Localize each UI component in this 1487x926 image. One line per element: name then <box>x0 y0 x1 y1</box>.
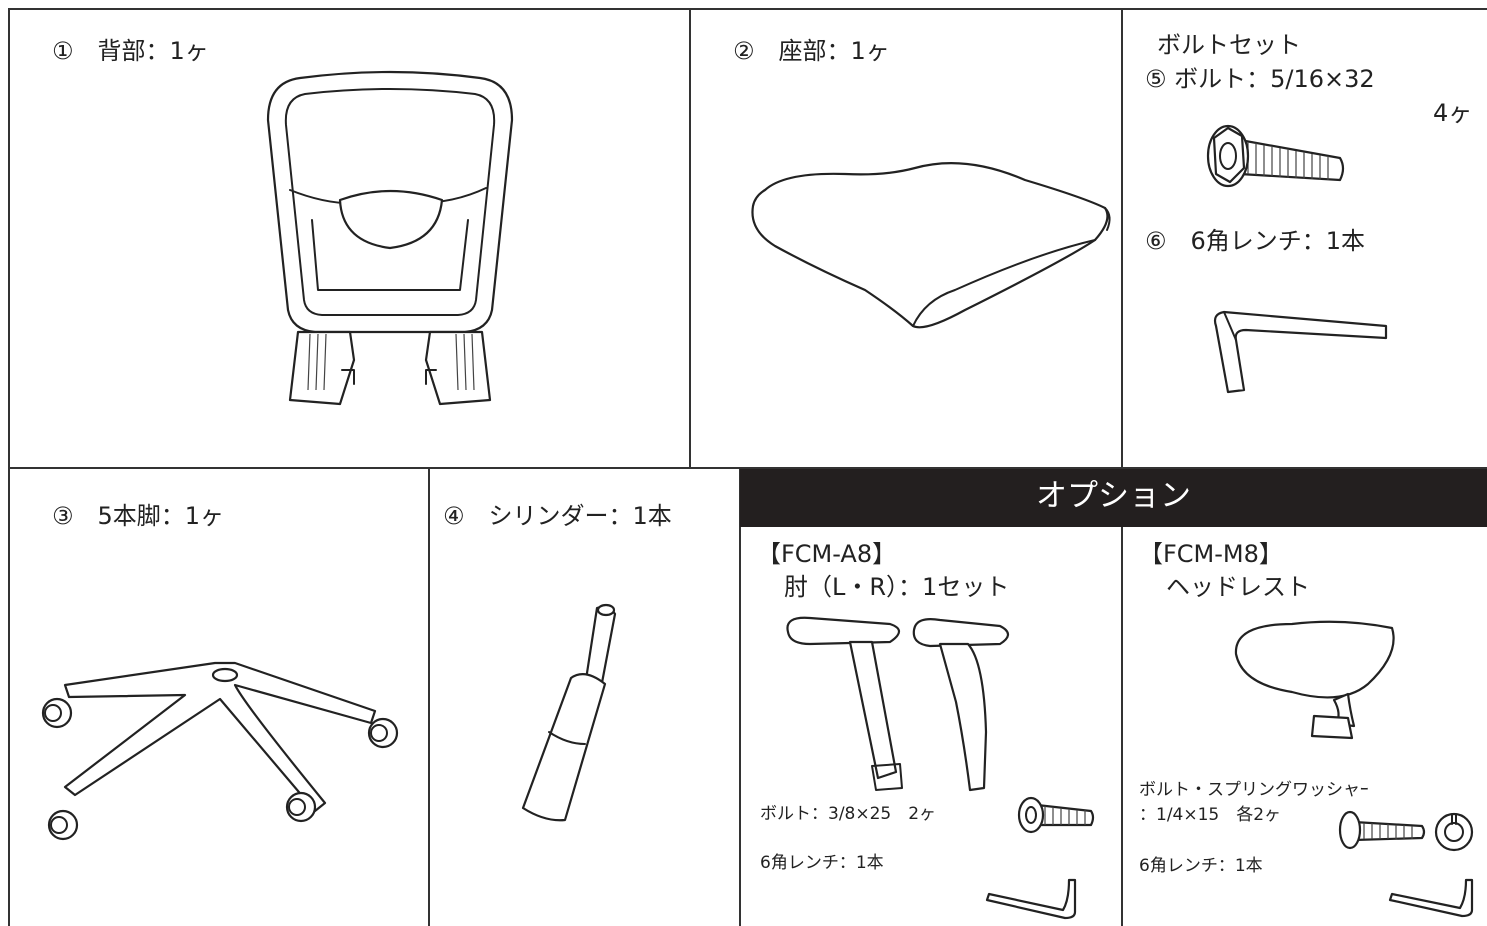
bolt-label: ⑤ ボルト：5/16×32 <box>1145 65 1375 93</box>
back-label: ① 背部：1ヶ <box>52 37 209 65</box>
armrest-code: 【FCM-A8】 <box>757 540 897 568</box>
seat-label: ② 座部：1ヶ <box>733 37 890 65</box>
headrest-bolt-icon <box>1338 810 1426 850</box>
row-divider <box>8 467 1487 469</box>
headrest-wrench-icon <box>1388 878 1474 918</box>
headrest-bolt-label: ボルト・スプリングワッシャｰ <box>1139 780 1369 800</box>
headrest-wrench-label: 6角レンチ：1本 <box>1139 856 1263 876</box>
col-divider-top-2 <box>1121 8 1123 468</box>
five-star-base-icon <box>41 661 399 841</box>
armrest-bolt-icon <box>1017 796 1095 834</box>
col-divider-bottom-1 <box>428 468 430 926</box>
options-header-text: オプション <box>1036 478 1191 514</box>
col-divider-bottom-2 <box>739 468 741 926</box>
base-label: ③ 5本脚：1ヶ <box>52 502 225 530</box>
headrest-bolt-spec: ：1/4×15 各2ヶ <box>1139 805 1282 825</box>
armrest-bolt-label: ボルト：3/8×25 2ヶ <box>760 804 937 824</box>
headrest-icon <box>1234 620 1395 740</box>
armrest-icon <box>786 616 1010 792</box>
cylinder-label: ④ シリンダー：1本 <box>443 502 672 530</box>
headrest-code: 【FCM-M8】 <box>1139 540 1283 568</box>
armrest-wrench-icon <box>985 878 1077 920</box>
chair-back-icon <box>266 70 514 406</box>
options-header: オプション <box>740 469 1487 527</box>
bolt-set-title: ボルトセット <box>1157 31 1301 59</box>
hex-wrench-icon <box>1213 310 1388 394</box>
gas-cylinder-icon <box>521 603 617 822</box>
col-divider-top-1 <box>689 8 691 468</box>
col-divider-bottom-3 <box>1121 527 1123 926</box>
spring-washer-icon <box>1434 812 1474 852</box>
bolt-qty: 4ヶ <box>1433 99 1473 127</box>
seat-cushion-icon <box>751 162 1111 329</box>
armrest-name: 肘（L・R）：1セット <box>784 573 1010 601</box>
wrench-label-main: ⑥ 6角レンチ：1本 <box>1145 227 1366 255</box>
headrest-name: ヘッドレスト <box>1166 573 1310 601</box>
flange-bolt-icon <box>1206 124 1345 188</box>
frame-top <box>8 8 1487 10</box>
armrest-wrench-label: 6角レンチ：1本 <box>760 853 884 873</box>
